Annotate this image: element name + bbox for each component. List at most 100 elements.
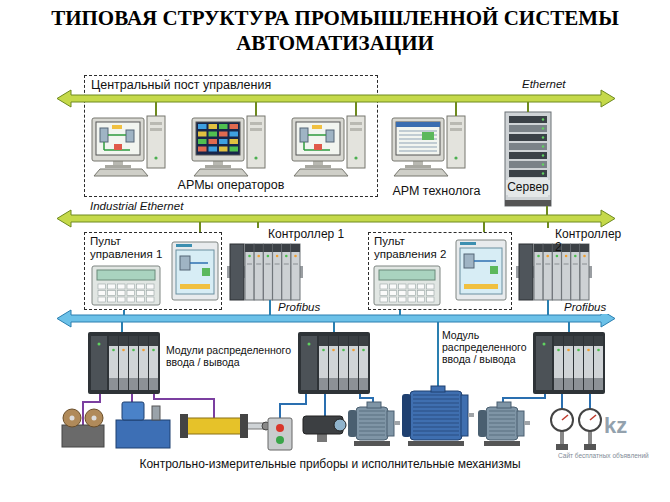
io-slice-top (359, 336, 368, 346)
power-led (254, 156, 257, 159)
electric-motor (348, 402, 400, 446)
panel-key (399, 297, 406, 302)
plc-controller (516, 244, 592, 300)
rack-unit (509, 125, 547, 132)
card-led (294, 255, 297, 258)
card-led (276, 255, 279, 258)
touch-panel (172, 242, 218, 300)
card-line (564, 264, 569, 265)
motor-fin (489, 419, 515, 420)
panel-brand-strip (176, 244, 192, 247)
keyboard (94, 169, 148, 176)
card-top (254, 244, 263, 252)
power-led (154, 156, 157, 159)
screen-widget (114, 144, 122, 150)
io-card (562, 244, 571, 300)
workstation-pc (292, 116, 365, 176)
card-led (556, 255, 559, 258)
motor-fin (413, 423, 459, 424)
keyboard (194, 169, 248, 176)
pressure-gauge (579, 409, 601, 450)
motor-fin (413, 407, 459, 408)
io-card (245, 244, 254, 300)
ethernet-bus: Ethernet (57, 95, 615, 102)
bus-arrow (57, 215, 615, 222)
io-slice (359, 336, 368, 390)
panel-key (137, 291, 145, 296)
io-backplane (298, 332, 370, 394)
io-slice (584, 336, 593, 390)
motor-fin (489, 435, 515, 436)
panel-key (380, 297, 387, 302)
motor-fin (413, 415, 459, 416)
electric-motor (402, 386, 474, 446)
io-slice (554, 336, 563, 390)
camera-lens (334, 419, 346, 431)
motor-fin (413, 419, 459, 420)
screen-row (399, 151, 437, 152)
io-slice-top (319, 336, 328, 346)
screen-widget (198, 124, 207, 129)
stop-button (276, 424, 284, 432)
screen-pipe (103, 142, 105, 150)
panel-key (98, 284, 106, 289)
card-line (247, 264, 252, 265)
bus-connector (199, 222, 201, 232)
bus-shape (57, 310, 615, 327)
io-led (543, 343, 546, 346)
panel-key (137, 297, 145, 302)
io-slice (149, 336, 158, 390)
gauge-stem (560, 431, 564, 444)
io-card (282, 244, 291, 300)
panel-key (408, 291, 415, 296)
card-line (265, 264, 270, 265)
screen-widget (219, 132, 228, 137)
roller (63, 409, 81, 427)
io-terminal (594, 378, 603, 390)
rack-unit (509, 170, 547, 177)
card-led (574, 255, 577, 258)
rack-cabinet (505, 112, 551, 206)
node-label: АРМы операторов (85, 178, 377, 192)
start-button (276, 436, 284, 444)
rack-unit (509, 161, 547, 168)
feed-rollers (62, 409, 104, 447)
power-led (454, 156, 457, 159)
motor-fin (413, 395, 459, 396)
io-slice-top (574, 336, 583, 346)
keypad-panel (92, 266, 160, 305)
panel-key (117, 291, 125, 296)
panel-screen (460, 248, 502, 294)
io-led (597, 349, 600, 352)
motor-fin (489, 411, 515, 412)
bus-arrow (57, 315, 615, 322)
card-led (546, 255, 549, 258)
drive-bay (250, 128, 262, 131)
card-top (543, 244, 552, 252)
io-card (571, 244, 580, 300)
bus-label: Profibus (276, 301, 322, 314)
panel-key (389, 284, 396, 289)
io-terminal (129, 378, 138, 390)
monitor-screen (96, 122, 140, 155)
card-led (285, 255, 288, 258)
cylinder-barrel (184, 418, 244, 434)
rack-led (542, 172, 544, 174)
end-block (240, 414, 248, 438)
io-backplane (88, 332, 160, 394)
io-slice (339, 336, 348, 390)
gauge-face (579, 409, 601, 431)
screen-tank (464, 254, 474, 268)
screen-widget (230, 124, 239, 129)
monitor-frame (292, 118, 344, 161)
end-bell (461, 395, 468, 436)
node-label: АРМ технолога (386, 184, 487, 198)
panel-key (380, 291, 387, 296)
rack-unit (509, 152, 547, 159)
screen-widget (422, 132, 434, 140)
screen-row (399, 147, 437, 148)
screen-widget (202, 268, 210, 276)
drive-bay (450, 122, 462, 125)
pc-tower (447, 116, 465, 168)
signal-wire (589, 394, 591, 409)
